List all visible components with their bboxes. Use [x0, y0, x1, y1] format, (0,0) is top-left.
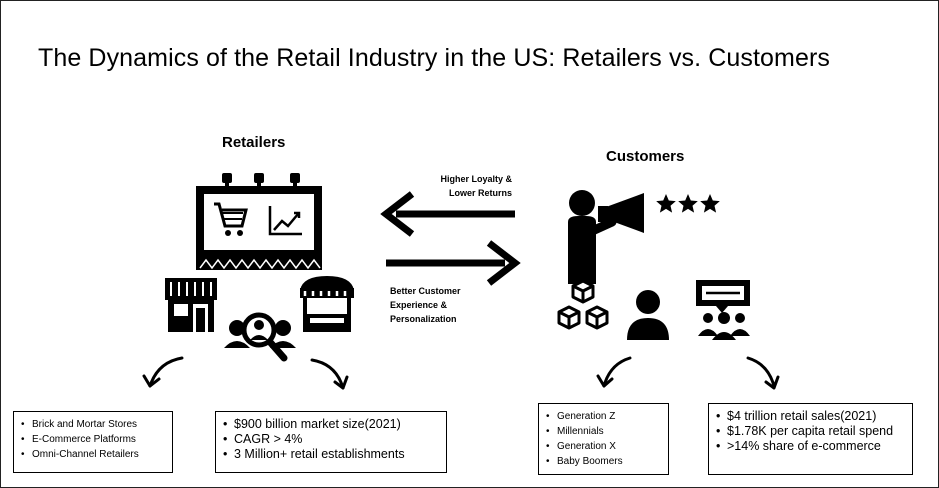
customer-stats-box: $4 trillion retail sales(2021) $1.78K pe…: [708, 403, 913, 475]
list-item: >14% share of e-commerce: [715, 439, 906, 454]
list-item: $900 billion market size(2021): [222, 417, 440, 432]
customer-generations-box: Generation Z Millennials Generation X Ba…: [538, 403, 669, 475]
trend-chart-icon: [268, 206, 302, 236]
arrow-label-experience: Better Customer Experience & Personaliza…: [390, 286, 461, 324]
page-title: The Dynamics of the Retail Industry in t…: [38, 44, 831, 72]
list-item: Millennials: [545, 424, 662, 439]
list-item: 3 Million+ retail establishments: [222, 447, 440, 462]
list-item: Baby Boomers: [545, 454, 662, 469]
list-item: CAGR > 4%: [222, 432, 440, 447]
list-item: $4 trillion retail sales(2021): [715, 409, 906, 424]
list-item: Generation X: [545, 439, 662, 454]
shopping-cart-icon: [214, 202, 248, 236]
storefront-icon: [165, 278, 217, 332]
retailer-types-box: Brick and Mortar Stores E-Commerce Platf…: [13, 411, 173, 473]
star-icon: [656, 194, 720, 213]
magnifier-people-icon: [224, 312, 296, 362]
megaphone-person-icon: [568, 190, 644, 284]
curved-arrow-icon: [310, 358, 349, 390]
arrow-label-loyalty: Higher Loyalty & Lower Returns: [440, 174, 512, 198]
retailers-heading: Retailers: [222, 134, 286, 151]
arrow-to-customers: [386, 240, 521, 286]
list-item: $1.78K per capita retail spend: [715, 424, 906, 439]
curved-arrow-icon: [596, 356, 632, 388]
arrow-to-retailers: [380, 191, 515, 237]
curved-arrow-icon: [746, 356, 780, 390]
list-item: Brick and Mortar Stores: [20, 417, 166, 432]
market-stall-icon: [300, 276, 354, 332]
group-chat-icon: [696, 280, 750, 340]
list-item: Generation Z: [545, 409, 662, 424]
list-item: Omni-Channel Retailers: [20, 447, 166, 462]
list-item: E-Commerce Platforms: [20, 432, 166, 447]
customers-heading: Customers: [606, 148, 685, 165]
billboard-icon: [196, 173, 322, 270]
person-icon: [627, 290, 669, 340]
blocks-icon: [557, 279, 609, 330]
curved-arrow-icon: [142, 356, 184, 388]
retailer-stats-box: $900 billion market size(2021) CAGR > 4%…: [215, 411, 447, 473]
